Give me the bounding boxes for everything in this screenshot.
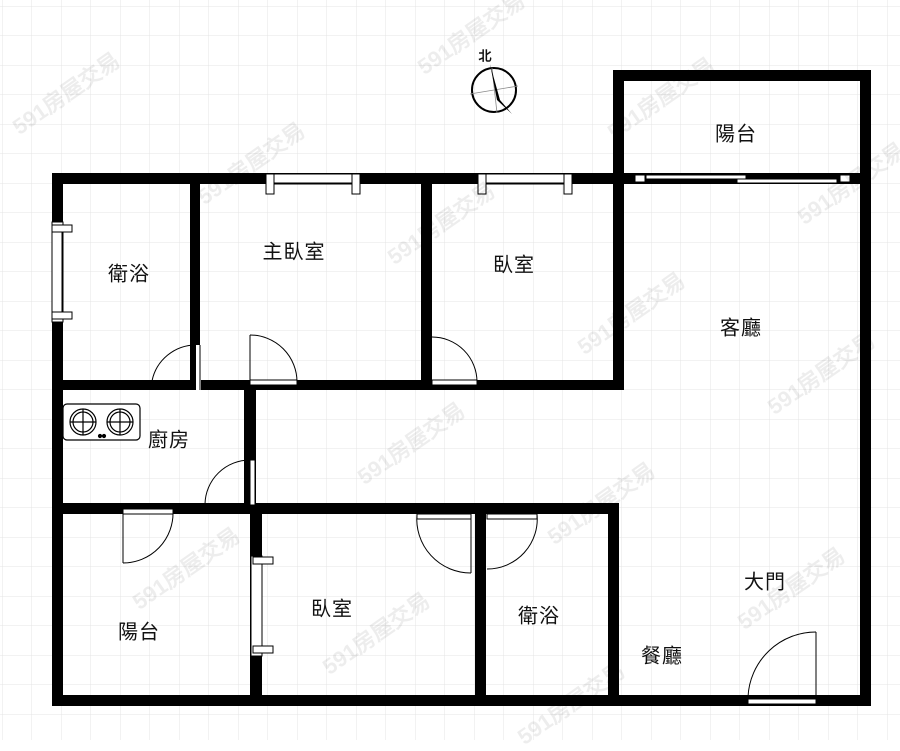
- room-label-living-room: 客廳: [720, 315, 762, 340]
- room-label-entrance: 大門: [744, 569, 786, 594]
- doors: [122, 334, 817, 705]
- compass-north-label: 北: [478, 49, 492, 65]
- room-label-kitchen: 廚房: [148, 427, 190, 452]
- room-label-bath-south: 衛浴: [518, 603, 560, 628]
- room-label-balcony-ne: 陽台: [715, 121, 757, 146]
- room-label-bedroom-north: 臥室: [493, 252, 535, 277]
- compass-icon: [469, 64, 519, 114]
- room-label-master-bedroom: 主臥室: [262, 239, 326, 264]
- windows: [51, 173, 851, 657]
- stove-icon: [62, 403, 141, 441]
- room-label-bedroom-south: 臥室: [311, 596, 353, 621]
- room-label-balcony-sw: 陽台: [118, 619, 160, 644]
- room-label-dining-room: 餐廳: [641, 643, 683, 668]
- room-label-bath-nw: 衛浴: [108, 261, 150, 286]
